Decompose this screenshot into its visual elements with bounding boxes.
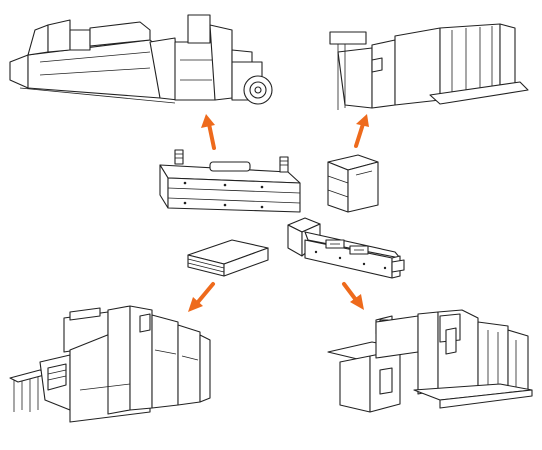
inline-uv-lamp-module-icon [287, 217, 405, 279]
sheetfed-press-machine-icon [329, 23, 529, 110]
web-press-machine-icon [9, 14, 273, 105]
arrow-down-right-icon [342, 282, 364, 310]
multi-unit-offset-press-icon [9, 305, 211, 423]
flat-uv-panel-module-icon [187, 239, 269, 277]
long-uv-lamp-module-icon [159, 149, 301, 213]
coater-press-line-icon [327, 309, 533, 413]
compact-uv-box-module-icon [327, 154, 379, 213]
arrow-up-right-icon [354, 114, 369, 148]
arrow-down-left-icon [188, 282, 215, 312]
arrow-up-left-icon [201, 114, 216, 150]
